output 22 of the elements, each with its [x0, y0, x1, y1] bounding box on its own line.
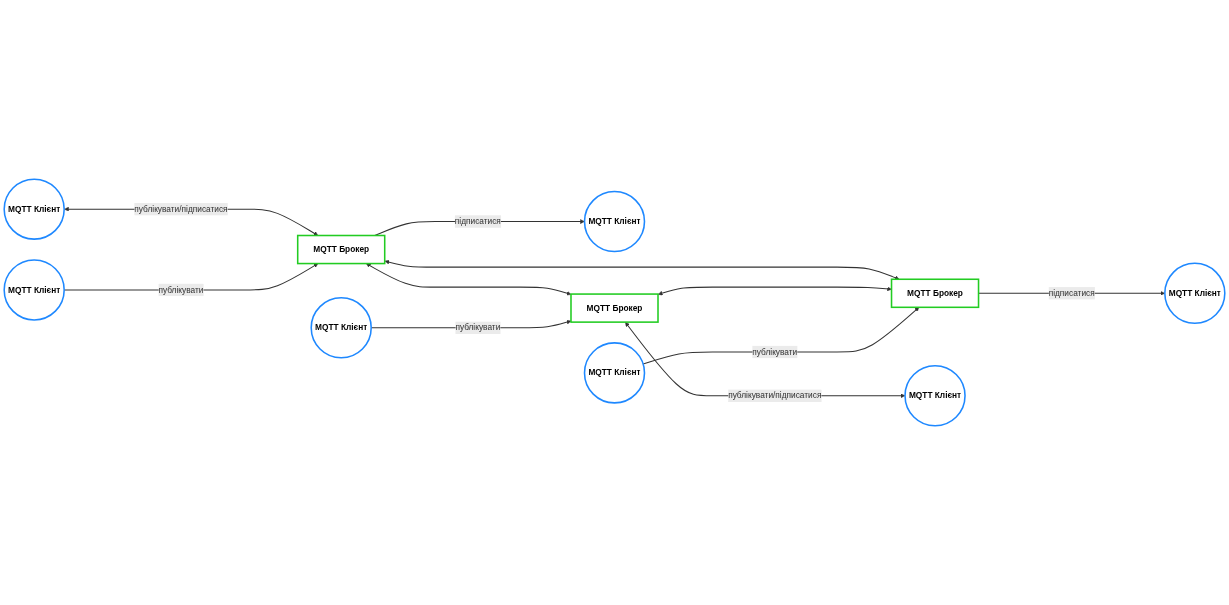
- edge-label: публікувати/підписатися: [134, 204, 228, 214]
- edge-label: підписатися: [454, 216, 501, 226]
- arrow: [384, 259, 900, 280]
- node-box: MQTT Брокер: [890, 278, 980, 309]
- node-circle: MQTT Клієнт: [3, 178, 65, 240]
- node-circle: MQTT Клієнт: [583, 342, 646, 404]
- edge-label: публікувати/підписатися: [728, 391, 822, 400]
- arrow: [642, 307, 920, 365]
- node-circle: MQTT Клієнт: [1164, 262, 1226, 325]
- edge-label: публікувати: [752, 347, 798, 357]
- arrow: [625, 322, 906, 399]
- node-circle: MQTT Клієнт: [904, 365, 966, 427]
- arrow: [658, 286, 892, 296]
- edge-label: підписатися: [1048, 288, 1095, 298]
- node-circle: MQTT Клієнт: [310, 297, 372, 359]
- edge-label: публікувати: [455, 323, 501, 333]
- node-box: MQTT Брокер: [296, 234, 386, 265]
- node-circle: MQTT Клієнт: [583, 190, 646, 253]
- arrow: [366, 263, 572, 296]
- node-circle: MQTT Клієнт: [3, 259, 65, 321]
- node-box: MQTT Брокер: [570, 293, 659, 323]
- edge-label: публікувати: [158, 285, 204, 295]
